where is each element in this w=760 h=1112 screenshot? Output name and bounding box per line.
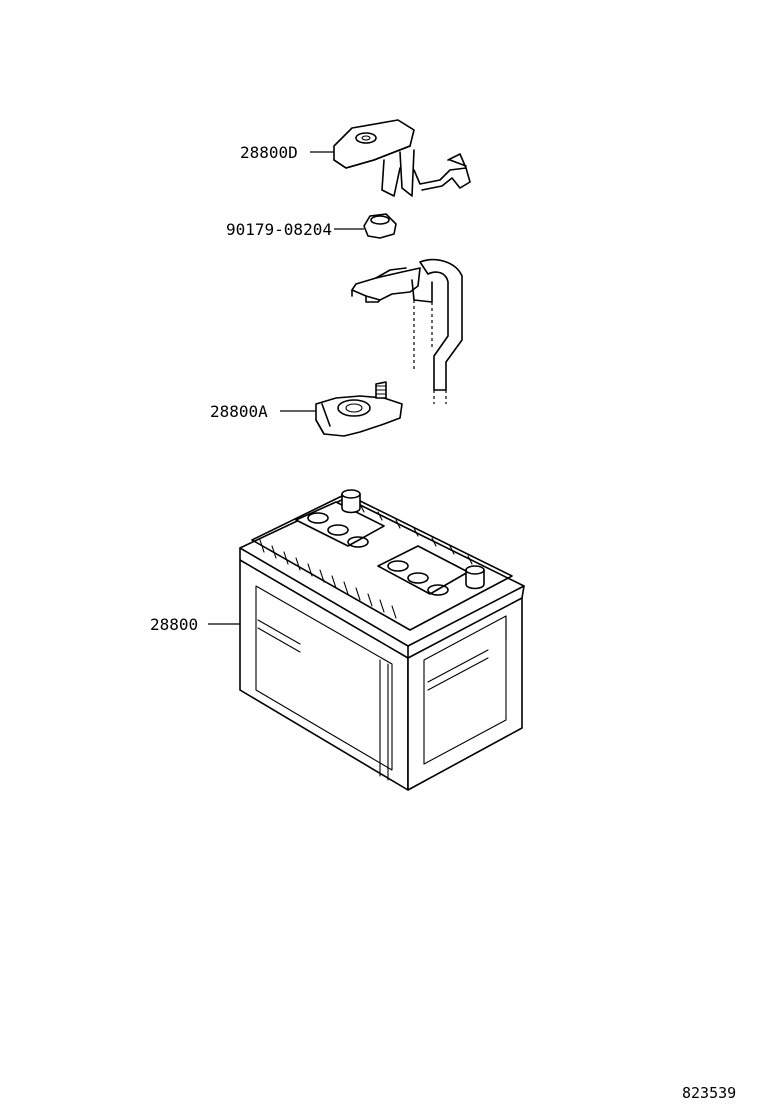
callout-28800: 28800	[150, 615, 198, 634]
terminal-cover-part	[333, 119, 471, 197]
callout-28800a: 28800A	[210, 402, 268, 421]
leader-lines	[208, 151, 364, 625]
battery-cable	[351, 258, 463, 404]
callout-28800d: 28800D	[240, 143, 298, 162]
terminal-clamp-part	[315, 381, 403, 437]
battery-part	[239, 489, 525, 791]
callout-90179-08204: 90179-08204	[226, 220, 332, 239]
nut-part	[363, 213, 397, 239]
figure-id: 823539	[682, 1084, 736, 1102]
